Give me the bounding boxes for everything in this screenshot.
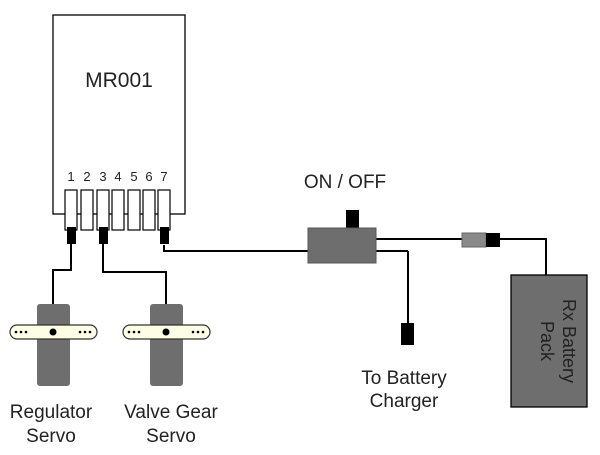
connector-housing bbox=[461, 232, 487, 248]
servo-hub bbox=[162, 328, 170, 336]
receiver: MR001 1 2 3 4 5 6 7 bbox=[52, 14, 186, 231]
horn-holes bbox=[127, 330, 205, 334]
channel-sockets bbox=[64, 189, 171, 231]
battery-label-line2: Pack bbox=[537, 321, 557, 362]
servo-body bbox=[150, 304, 183, 386]
channel-socket bbox=[64, 189, 78, 231]
valve-gear-servo: Valve Gear Servo bbox=[122, 304, 218, 447]
servo-body bbox=[37, 304, 70, 386]
battery-body bbox=[510, 274, 588, 408]
battery-pack: Rx Battery Pack bbox=[510, 274, 588, 408]
switch-label: ON / OFF bbox=[304, 172, 386, 193]
wire-ch7-switch bbox=[163, 245, 308, 252]
receiver-body bbox=[52, 14, 186, 215]
switch-toggle bbox=[346, 210, 359, 228]
channel-numbers: 1 2 3 4 5 6 7 bbox=[67, 169, 167, 184]
receiver-plugs bbox=[67, 227, 169, 244]
plug bbox=[160, 227, 169, 244]
channel-socket bbox=[96, 189, 110, 231]
channel-number: 4 bbox=[114, 169, 121, 184]
valve-gear-label-line1: Valve Gear bbox=[124, 402, 218, 423]
channel-socket bbox=[111, 189, 125, 231]
servo-hub bbox=[49, 328, 57, 336]
channel-number: 3 bbox=[99, 169, 106, 184]
wire-valve-gear bbox=[102, 244, 167, 308]
on-off-switch: ON / OFF bbox=[304, 172, 386, 264]
charger-connector bbox=[401, 323, 414, 345]
wires bbox=[52, 238, 547, 323]
channel-number: 2 bbox=[83, 169, 90, 184]
connector-plug bbox=[486, 233, 500, 247]
channel-socket bbox=[80, 189, 94, 231]
wire-regulator bbox=[52, 244, 72, 308]
plug bbox=[99, 227, 108, 244]
wire-battery-drop bbox=[500, 238, 547, 275]
charger-label-line1: To Battery bbox=[361, 368, 447, 389]
channel-number: 6 bbox=[145, 169, 152, 184]
regulator-label-line1: Regulator bbox=[10, 402, 93, 423]
battery-label-line1: Rx Battery bbox=[559, 299, 579, 383]
channel-number: 1 bbox=[67, 169, 74, 184]
charger-plug: To Battery Charger bbox=[361, 323, 447, 412]
valve-gear-label-line2: Servo bbox=[146, 426, 196, 447]
horn-holes bbox=[14, 330, 92, 334]
channel-socket bbox=[142, 189, 156, 231]
battery-connector bbox=[461, 232, 500, 248]
switch-body bbox=[307, 227, 377, 264]
receiver-name: MR001 bbox=[85, 69, 153, 92]
plug bbox=[67, 227, 76, 244]
channel-socket bbox=[157, 189, 171, 231]
channel-number: 7 bbox=[160, 169, 167, 184]
regulator-label-line2: Servo bbox=[26, 426, 76, 447]
channel-number: 5 bbox=[130, 169, 137, 184]
charger-label-line2: Charger bbox=[370, 391, 439, 412]
regulator-servo: Regulator Servo bbox=[9, 304, 98, 447]
channel-socket bbox=[127, 189, 141, 231]
